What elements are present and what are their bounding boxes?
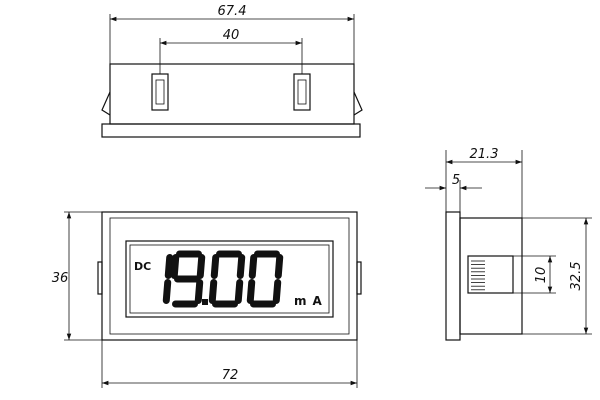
- dim-side-height: 32.5: [569, 262, 584, 291]
- lcd-segment: [236, 254, 246, 279]
- lcd-decimal-point: [202, 299, 208, 305]
- dim-side-bezel: 5: [452, 173, 460, 188]
- lcd-segment: [246, 279, 256, 304]
- left-tab: [101, 91, 111, 116]
- lcd-segment: [210, 254, 220, 279]
- top-body: [109, 63, 355, 125]
- dim-side-connector: 10: [534, 267, 549, 284]
- side-bezel: [445, 211, 461, 341]
- front-bezel: [101, 211, 358, 341]
- dim-side-depth: 21.3: [470, 147, 499, 162]
- top-bezel: [101, 123, 361, 138]
- lcd-segment: [208, 279, 218, 304]
- left-clip: [151, 73, 169, 111]
- lcd-segment: [170, 254, 180, 279]
- lcd-segment: [274, 254, 284, 279]
- lcd-segment: [162, 279, 172, 304]
- connector-ribs: [471, 260, 485, 291]
- lcd-segment: [196, 254, 206, 279]
- dim-front-width: 72: [222, 368, 239, 383]
- lcd-segment: [248, 254, 258, 279]
- lcd-segment: [164, 254, 174, 279]
- lcd-segment: [194, 279, 204, 304]
- lcd-segment: [234, 279, 244, 304]
- lcd-digits: [162, 250, 284, 308]
- side-view: 21.3 5 10 32.5: [425, 147, 592, 341]
- dim-front-height: 36: [52, 271, 69, 286]
- side-connector: [467, 255, 514, 294]
- dim-top-width: 67.4: [218, 4, 247, 19]
- right-tab: [353, 91, 363, 116]
- side-body: [459, 217, 523, 335]
- right-clip: [293, 73, 311, 111]
- top-view: 67.4 40: [101, 4, 363, 138]
- dim-clip-spacing: 40: [223, 28, 240, 43]
- lcd-segment: [272, 279, 282, 304]
- display-window: [125, 240, 334, 318]
- display-mode: DC: [134, 260, 151, 273]
